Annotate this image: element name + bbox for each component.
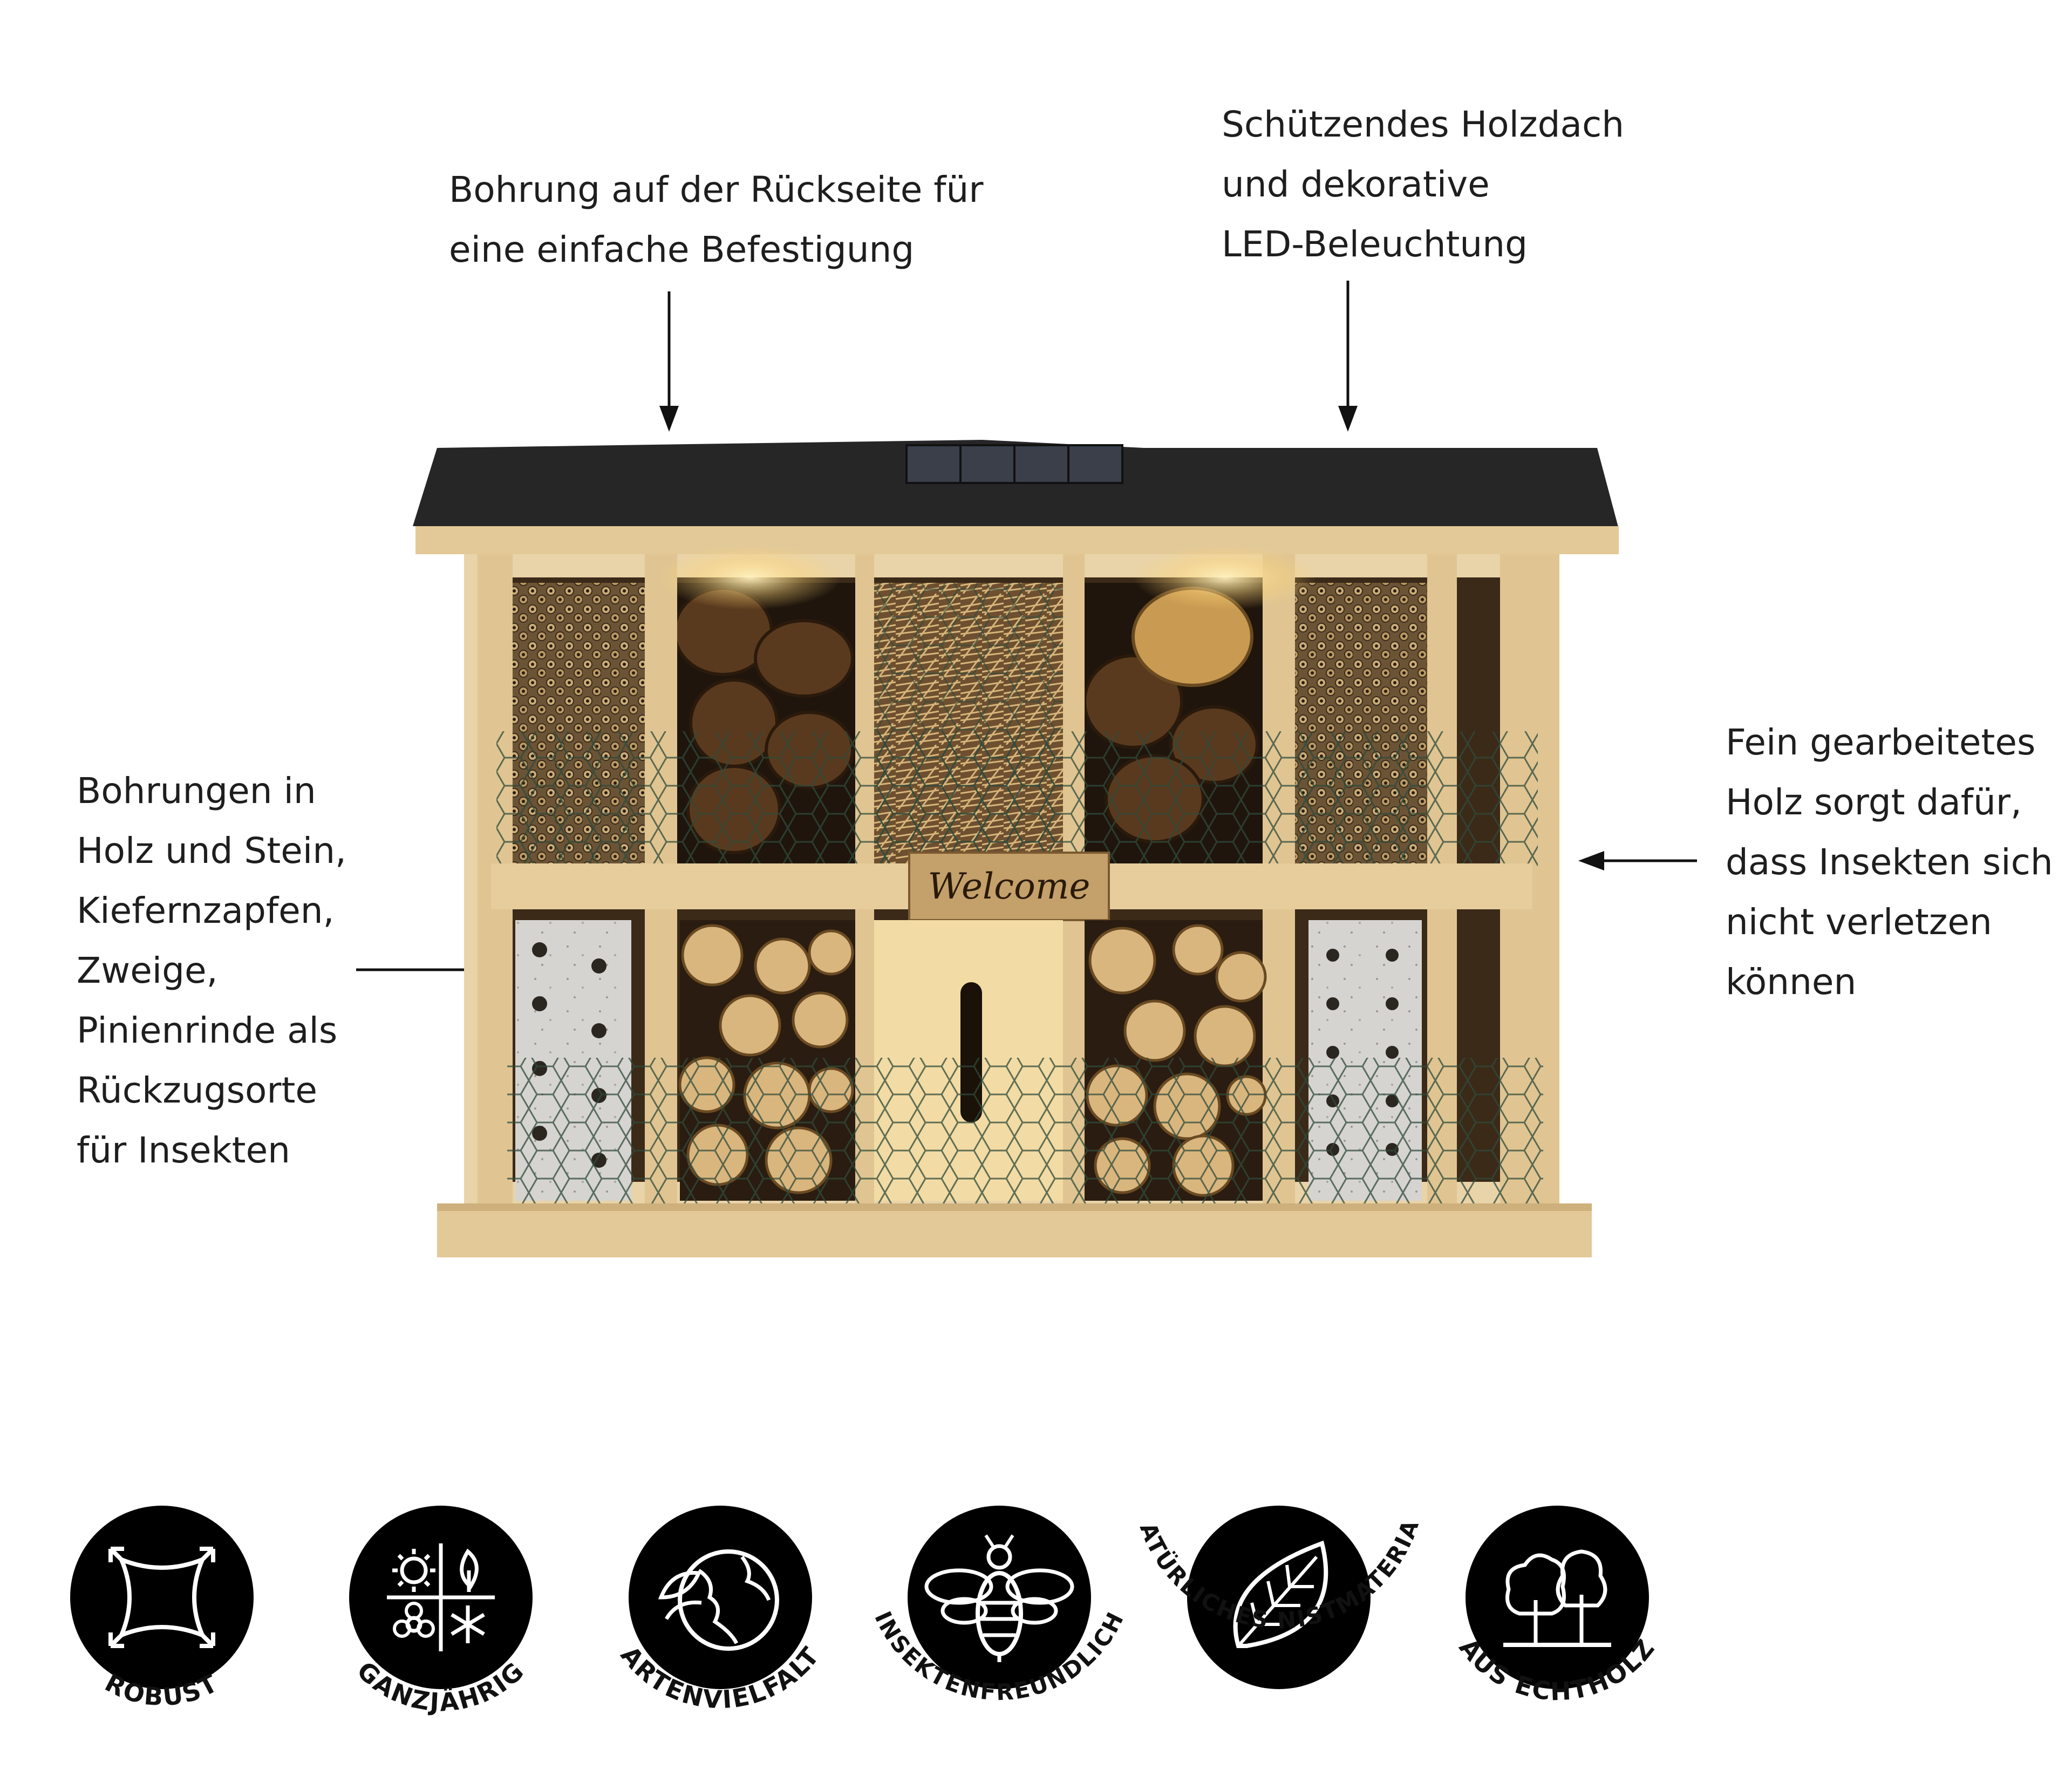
badge-ganzjaehrig: GANZJÄHRIG	[290, 1506, 592, 1775]
callout-line: für Insekten	[77, 1129, 290, 1171]
callout-line: nicht verletzen	[1726, 901, 1992, 943]
wire-mesh-lower	[507, 1058, 1543, 1206]
bee-icon	[908, 1506, 1091, 1689]
welcome-sign	[908, 852, 1110, 921]
insect-hotel-illustration: Welcome	[399, 421, 1619, 1263]
badge-label: AUS ECHTHOLZ	[1454, 1633, 1659, 1706]
badge-label: INSEKTENFREUNDLICH	[869, 1607, 1128, 1705]
arrow-roof-led	[1338, 281, 1358, 432]
callout-fine-wood: Fein gearbeitetes Holz sorgt dafür, dass…	[1726, 712, 2053, 1012]
globe-leaf-icon	[629, 1506, 812, 1689]
badge-label: ARTENVIELFALT	[615, 1641, 824, 1714]
svg-text:ROBUST: ROBUST	[100, 1668, 223, 1712]
callout-line: Kiefernzapfen,	[77, 890, 335, 931]
callout-line: Bohrung auf der Rückseite für	[449, 169, 984, 210]
svg-text:ARTENVIELFALT: ARTENVIELFALT	[615, 1641, 826, 1714]
callout-line: eine einfache Befestigung	[449, 229, 915, 270]
led-light-right	[1133, 545, 1317, 610]
callout-line: Zweige,	[77, 950, 218, 991]
roof-beam	[415, 526, 1619, 554]
arrow-fine-wood	[1578, 851, 1697, 870]
arrow-mounting-hole	[659, 291, 679, 432]
badge-natuerliches-nistmaterial: NATÜRLICHES NISTMATERIAL	[1117, 1485, 1430, 1775]
welcome-sign-text: Welcome	[928, 866, 1090, 907]
callout-line: Pinienrinde als	[77, 1010, 338, 1051]
four-seasons-icon	[349, 1506, 533, 1689]
callout-line: Holz und Stein,	[77, 830, 347, 872]
callout-line: Fein gearbeitetes	[1726, 722, 2036, 763]
badge-insektenfreundlich: INSEKTENFREUNDLICH	[848, 1506, 1150, 1775]
badge-label: GANZJÄHRIG	[351, 1656, 529, 1717]
trees-icon	[1466, 1506, 1649, 1689]
callout-line: können	[1726, 961, 1857, 1003]
robust-square-arrows-icon	[70, 1506, 254, 1689]
svg-text:AUS ECHTHOLZ: AUS ECHTHOLZ	[1454, 1633, 1661, 1706]
led-light-left	[658, 545, 842, 610]
leaf-icon	[1187, 1506, 1371, 1689]
callout-line: Bohrungen in	[77, 770, 316, 812]
svg-text:GANZJÄHRIG: GANZJÄHRIG	[351, 1656, 530, 1717]
callout-line: Holz sorgt dafür,	[1726, 781, 2022, 823]
callout-line: dass Insekten sich	[1726, 841, 2053, 883]
svg-text:NATÜRLICHES NISTMATERIAL: NATÜRLICHES NISTMATERIAL	[1117, 1485, 1424, 1634]
callout-roof-led: Schützendes Holzdach und dekorative LED-…	[1222, 94, 1624, 274]
callout-mounting-hole: Bohrung auf der Rückseite für eine einfa…	[449, 160, 983, 280]
base-board	[437, 1203, 1592, 1257]
badge-aus-echtholz: AUS ECHTHOLZ	[1406, 1506, 1708, 1775]
insect-hotel-drawing: Welcome	[413, 440, 1619, 1257]
wire-mesh-upper	[496, 731, 1538, 866]
svg-text:INSEKTENFREUNDLICH: INSEKTENFREUNDLICH	[869, 1607, 1129, 1705]
badge-label: ROBUST	[100, 1668, 222, 1712]
callout-line: LED-Beleuchtung	[1222, 223, 1528, 265]
badge-artenvielfalt: ARTENVIELFALT	[569, 1506, 871, 1775]
callout-line: Schützendes Holzdach	[1222, 104, 1625, 145]
roof	[413, 440, 1619, 529]
callout-nesting-materials: Bohrungen in Holz und Stein, Kiefernzapf…	[77, 761, 346, 1180]
badge-robust: ROBUST	[11, 1506, 313, 1775]
callout-line: Rückzugsorte	[77, 1070, 317, 1111]
callout-line: und dekorative	[1222, 164, 1490, 205]
badge-label: NATÜRLICHES NISTMATERIAL	[1117, 1485, 1423, 1634]
